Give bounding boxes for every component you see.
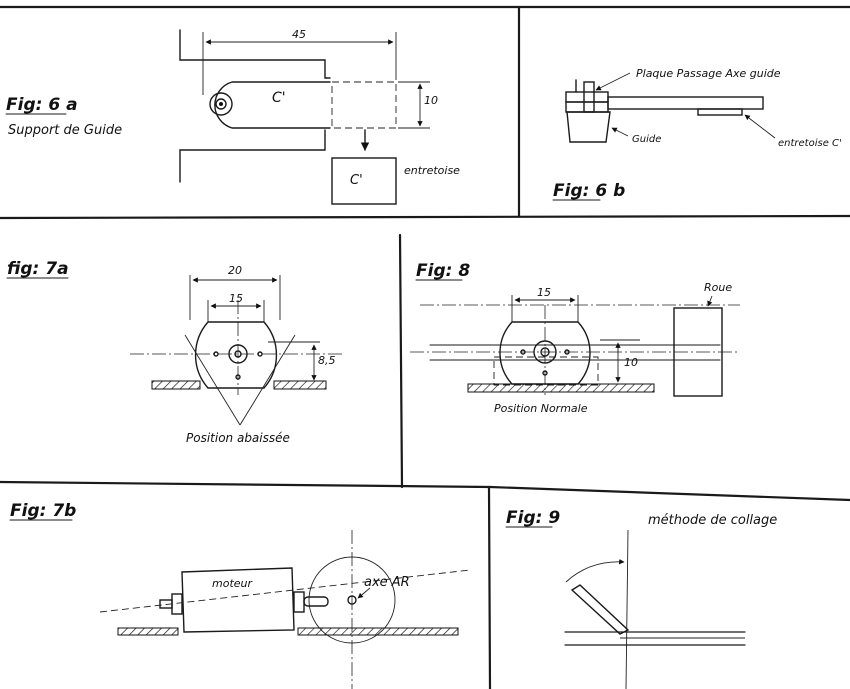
- panel-borders: [0, 5, 850, 689]
- fig6b-plate-label: Plaque Passage Axe guide: [636, 67, 781, 80]
- figure-6b: Plaque Passage Axe guide Guide entretois…: [552, 67, 842, 201]
- fig6a-dim-height: 10: [424, 94, 438, 107]
- fig8-wheel-label: Roue: [704, 281, 732, 294]
- fig6a-part-top: C': [272, 90, 286, 106]
- fig6b-guide-label: Guide: [632, 134, 661, 145]
- fig7a-dim-outer: 20: [228, 264, 242, 277]
- fig6a-caption: Support de Guide: [8, 123, 122, 138]
- figure-7a: fig: 7a 20 15 8,5 Position abaissée: [6, 259, 345, 445]
- fig7b-motor-label: moteur: [212, 577, 253, 590]
- fig9-method-label: méthode de collage: [648, 513, 777, 528]
- fig8-dim-height: 10: [624, 356, 638, 369]
- fig6b-label: Fig: 6 b: [553, 181, 625, 201]
- fig7a-dim-height: 8,5: [318, 354, 336, 367]
- fig9-label: Fig: 9: [506, 508, 560, 528]
- fig6a-label: Fig: 6 a: [6, 95, 78, 115]
- fig7b-label: Fig: 7b: [10, 501, 76, 521]
- fig6b-spacer-label: entretoise C': [778, 138, 842, 149]
- fig8-dim-inner: 15: [537, 286, 551, 299]
- fig7a-label: fig: 7a: [7, 259, 69, 279]
- fig8-position-label: Position Normale: [494, 402, 588, 415]
- fig6a-dim-width: 45: [292, 28, 306, 41]
- fig6a-part-bottom: C': [350, 173, 363, 188]
- figure-6a: Fig: 6 a Support de Guide C' 10 45 C' en…: [5, 28, 460, 205]
- fig8-label: Fig: 8: [416, 261, 470, 281]
- figure-7b: Fig: 7b moteur axe AR: [9, 501, 471, 689]
- fig7b-axle-label: axe AR: [364, 575, 410, 590]
- figure-8: Fig: 8 15 10 Position Normale Roue: [410, 261, 740, 415]
- fig7a-dim-inner: 15: [229, 292, 243, 305]
- figure-9: Fig: 9 méthode de collage: [505, 508, 777, 689]
- fig6a-spacer-label: entretoise: [404, 164, 460, 177]
- fig7a-position-label: Position abaissée: [186, 431, 290, 445]
